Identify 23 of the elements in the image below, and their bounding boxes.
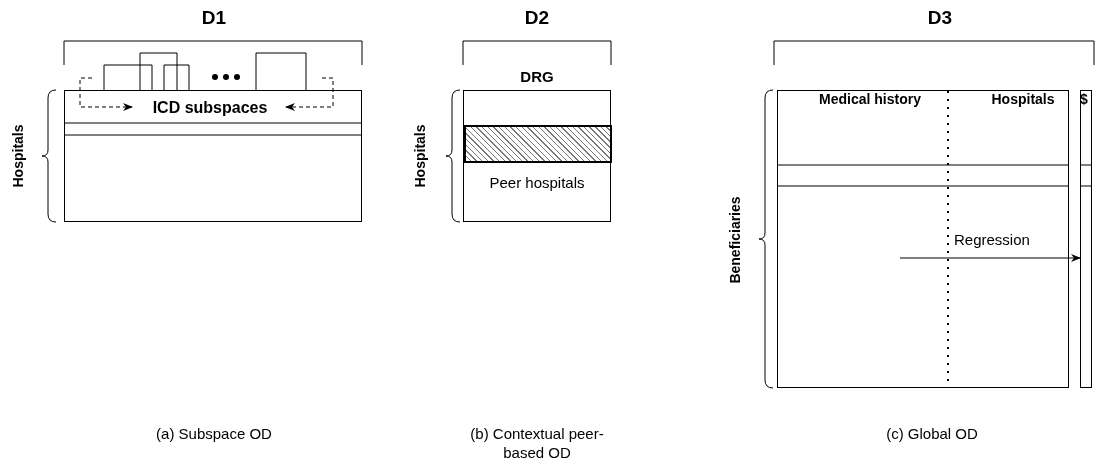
caption: (c) Global OD — [886, 424, 978, 443]
matrix-box — [777, 90, 1069, 388]
caption: (a) Subspace OD — [156, 424, 272, 443]
axis-label: Hospitals — [9, 124, 27, 188]
matrix-box — [463, 90, 611, 222]
panel-title: D2 — [524, 6, 550, 29]
column-label: Hospitals — [991, 90, 1055, 108]
target-column — [1080, 90, 1092, 388]
axis-label: Beneficiaries — [726, 196, 744, 284]
panel-title: D1 — [201, 6, 227, 29]
matrix-box — [64, 90, 362, 222]
panel-title: D3 — [927, 6, 953, 29]
axis-label: Hospitals — [411, 124, 429, 188]
group-label: Peer hospitals — [489, 174, 585, 192]
arrow — [79, 77, 133, 111]
edge-label: Regression — [952, 231, 1032, 248]
arrow — [899, 254, 1081, 262]
column-label: DRG — [520, 67, 554, 86]
column-label: $ — [1080, 90, 1088, 108]
arrow — [285, 77, 334, 111]
hatched-band — [464, 125, 612, 163]
column-label: Medical history — [819, 90, 921, 108]
caption: (b) Contextual peer-based OD — [469, 424, 605, 462]
